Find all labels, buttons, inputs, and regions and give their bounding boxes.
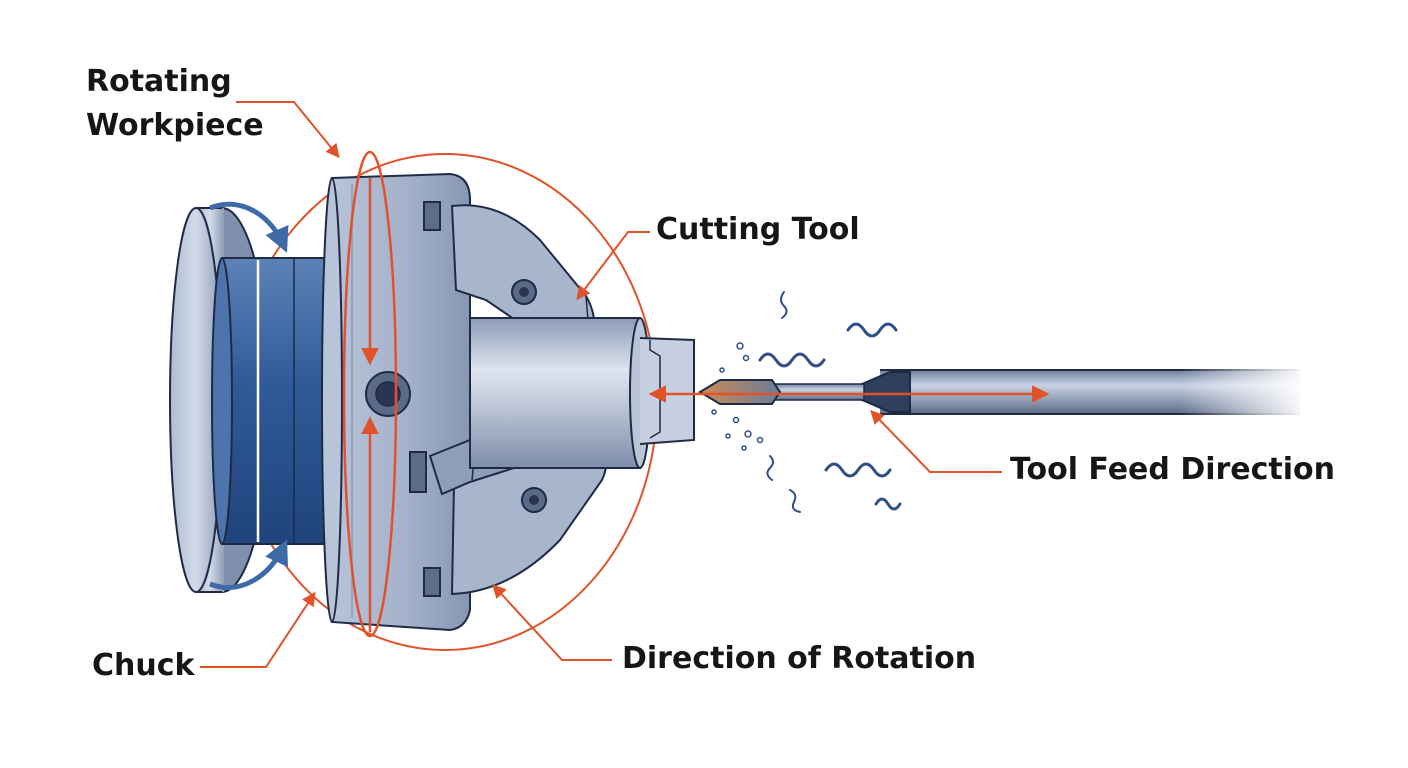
lower-jaw bbox=[450, 438, 608, 596]
label-rotating-workpiece: Rotating Workpiece bbox=[86, 60, 264, 148]
spindle-hub bbox=[211, 257, 333, 545]
label-rotating-workpiece-line2: Workpiece bbox=[86, 108, 264, 143]
chuck-center-hole bbox=[365, 371, 411, 417]
label-direction-of-rotation: Direction of Rotation bbox=[622, 641, 977, 676]
blue-rotation-arrow-top bbox=[209, 201, 289, 253]
label-cutting-tool: Cutting Tool bbox=[656, 212, 860, 247]
label-chuck: Chuck bbox=[92, 648, 195, 683]
rotation-arrow-ellipse bbox=[342, 150, 398, 638]
cutting-tool-bit bbox=[698, 379, 782, 405]
metal-chips bbox=[711, 291, 902, 513]
workpiece bbox=[469, 317, 695, 469]
leader-direction-of-rotation bbox=[492, 583, 612, 661]
leader-tool-feed-direction bbox=[870, 409, 1002, 473]
leader-chuck bbox=[200, 591, 316, 668]
label-tool-feed-direction: Tool Feed Direction bbox=[1010, 452, 1336, 487]
leader-cutting-tool bbox=[576, 231, 650, 301]
blue-rotation-arrow-bottom bbox=[209, 539, 288, 591]
label-rotating-workpiece-line1: Rotating bbox=[86, 64, 232, 99]
tool-shank bbox=[771, 366, 1308, 418]
chuck-bolts bbox=[409, 201, 441, 597]
leader-rotating-workpiece bbox=[236, 101, 340, 159]
